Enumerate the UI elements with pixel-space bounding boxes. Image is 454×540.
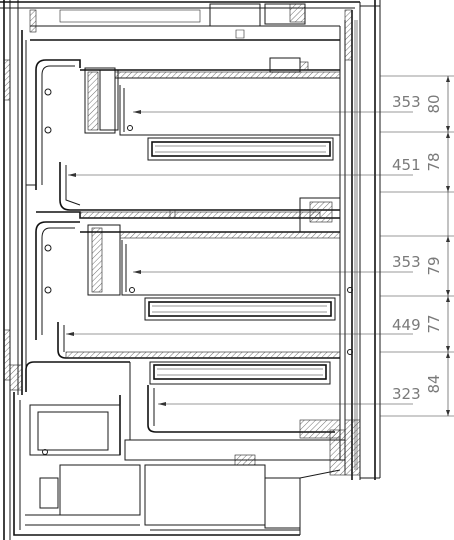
width-label-upper-drawer: 353 [392,93,421,111]
upper-compartment [26,57,341,233]
width-label-upper-shelf: 451 [392,156,421,174]
bottom-compartment [13,361,346,536]
height-label-3: 79 [425,256,443,275]
cabinet-outline [0,0,381,540]
height-label-2: 78 [425,152,443,171]
middle-compartment [35,221,353,359]
height-dimensions [380,75,454,417]
width-label-lower-shelf: 449 [392,316,421,334]
height-label-1: 80 [425,94,443,113]
height-label-4: 77 [425,314,443,333]
width-dimensions [66,110,413,406]
width-label-bottom-drawer: 323 [392,385,421,403]
height-label-5: 84 [425,374,443,393]
width-label-middle-drawer: 353 [392,253,421,271]
